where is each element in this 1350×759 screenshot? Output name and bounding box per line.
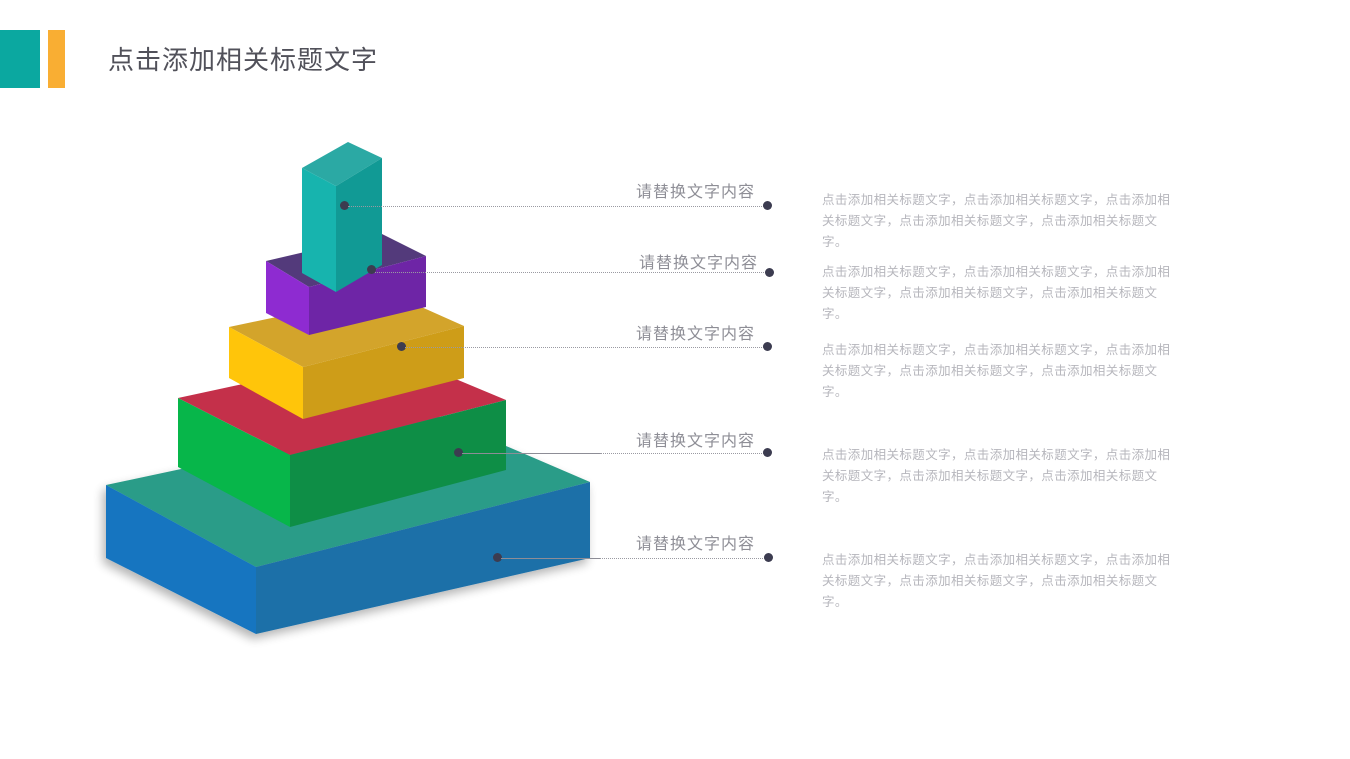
- callout-end-dot-2[interactable]: [765, 268, 774, 277]
- callout-end-dot-5[interactable]: [764, 553, 773, 562]
- layer-teal-top-face: [302, 142, 382, 186]
- layer-purple-side-face: [309, 256, 426, 335]
- callout-line-5-solid: [501, 558, 601, 559]
- callout-anchor-dot-5[interactable]: [493, 553, 502, 562]
- callout-line-4-solid: [462, 453, 602, 454]
- layer-blue-side-face: [256, 482, 590, 634]
- logo-teal-block: [0, 30, 40, 88]
- layered-pyramid-diagram: [90, 130, 610, 650]
- page-header: 点击添加相关标题文字: [0, 0, 1350, 110]
- pyramid-layer-top-teal: [302, 142, 382, 292]
- callout-label-3: 请替换文字内容: [635, 326, 755, 343]
- layer-green-side-face: [290, 400, 506, 527]
- callout-line-4: [600, 453, 768, 454]
- callout-line-5: [600, 558, 769, 559]
- logo-orange-bar: [48, 30, 65, 88]
- callout-label-5: 请替换文字内容: [635, 536, 755, 553]
- callout-body-4: 点击添加相关标题文字，点击添加相关标题文字，点击添加相关标题文字，点击添加相关标…: [822, 448, 1171, 504]
- callout-line-2: [375, 272, 768, 273]
- layer-green-front-face: [178, 398, 290, 527]
- callout-body-5: 点击添加相关标题文字，点击添加相关标题文字，点击添加相关标题文字，点击添加相关标…: [822, 553, 1171, 609]
- callout-label-4: 请替换文字内容: [635, 433, 755, 450]
- callout-anchor-dot-1[interactable]: [340, 201, 349, 210]
- callout-anchor-dot-4[interactable]: [454, 448, 463, 457]
- callout-end-dot-1[interactable]: [763, 201, 772, 210]
- callout-body-3: 点击添加相关标题文字，点击添加相关标题文字，点击添加相关标题文字，点击添加相关标…: [822, 343, 1171, 399]
- layer-blue-front-face: [106, 485, 256, 634]
- callout-label-2: 请替换文字内容: [638, 255, 758, 272]
- callout-body-2: 点击添加相关标题文字，点击添加相关标题文字，点击添加相关标题文字，点击添加相关标…: [822, 265, 1171, 321]
- layer-yellow-front-face: [229, 327, 303, 419]
- callout-end-dot-3[interactable]: [763, 342, 772, 351]
- callout-anchor-dot-2[interactable]: [367, 265, 376, 274]
- callout-anchor-dot-3[interactable]: [397, 342, 406, 351]
- layer-purple-front-face: [266, 261, 309, 335]
- layer-yellow-side-face: [303, 326, 464, 419]
- callout-label-1: 请替换文字内容: [635, 184, 755, 201]
- layer-teal-side-face: [336, 158, 382, 292]
- callout-line-1: [348, 206, 768, 207]
- callout-body-1: 点击添加相关标题文字，点击添加相关标题文字，点击添加相关标题文字，点击添加相关标…: [822, 193, 1171, 249]
- layer-teal-front-face: [302, 168, 336, 292]
- page-title: 点击添加相关标题文字: [108, 45, 379, 75]
- callout-end-dot-4[interactable]: [763, 448, 772, 457]
- callout-line-3: [405, 347, 768, 348]
